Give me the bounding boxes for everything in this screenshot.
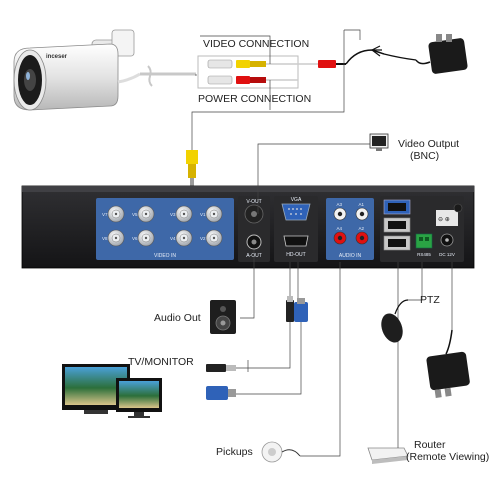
bnc-label-v5: V5 [132, 212, 138, 217]
video-output-label: Video Output [398, 138, 460, 150]
vga-label: VGA [291, 197, 302, 203]
power-adapter-bottom [426, 329, 470, 398]
a-out-port [246, 234, 262, 250]
video-output-sub-label: (BNC) [410, 150, 440, 162]
power-splitter [298, 45, 417, 68]
router-sub-label: (Remote Viewing) [406, 451, 490, 463]
hd-out-label: HD-OUT [286, 252, 305, 258]
bnc-port-v8 [107, 229, 125, 247]
audio-in-label-a3: A3 [337, 202, 343, 207]
audio-in-port-a4 [333, 231, 347, 245]
lan-ports [383, 199, 411, 251]
top-connectors [191, 29, 361, 160]
rs485-label: RS485 [417, 252, 431, 257]
power-connection-label: POWER CONNECTION [198, 93, 312, 105]
cable-down-to-tv [236, 322, 302, 395]
hdmi-port [283, 235, 309, 247]
bnc-label-v3: V3 [170, 212, 176, 217]
connector-lines [240, 143, 453, 457]
tv-monitor-icon [62, 364, 162, 418]
router-icon [367, 436, 409, 464]
speaker-icon [210, 300, 236, 334]
a-out-label: A-OUT [246, 253, 262, 259]
video-output-monitor-icon [369, 133, 389, 151]
bnc-port-v7 [107, 205, 125, 223]
ptz-label: PTZ [420, 294, 440, 306]
bnc-label-v8: V8 [102, 236, 108, 241]
vga-cable-head [294, 298, 308, 322]
bnc-label-v2: V2 [200, 236, 206, 241]
audio-in-port-a3 [333, 207, 347, 221]
video-power-plugs [197, 55, 299, 89]
bnc-label-v1: V1 [200, 212, 206, 217]
bnc-port-v6 [137, 229, 155, 247]
vga-plug-tv [206, 386, 236, 400]
audio-in-label-a4: A4 [337, 226, 343, 231]
bnc-label-v6: V6 [132, 236, 138, 241]
pickup-microphone-icon [261, 441, 301, 463]
vga-port [281, 203, 311, 221]
hdmi-cable-head [286, 296, 294, 322]
audio-in-port-a2 [355, 231, 369, 245]
video-in-label: VIDEO IN [154, 253, 176, 259]
video-connection-label: VIDEO CONNECTION [203, 38, 310, 50]
tv-monitor-label: TV/MONITOR [128, 356, 194, 368]
bullet-camera: inceser [13, 29, 141, 111]
ptz-mouse-icon [381, 299, 409, 343]
rs485-terminal [415, 233, 433, 249]
audio-in-label-a2: A2 [359, 226, 365, 231]
dc12v-port: ⊖ ⊕ [436, 203, 463, 247]
bnc-label-v4: V4 [170, 236, 176, 241]
audio-in-port-a1 [355, 207, 369, 221]
bnc-port-v5 [137, 205, 155, 223]
audio-in-label-a1: A1 [359, 202, 365, 207]
power-adapter-top [415, 34, 468, 74]
audio-out-label: Audio Out [154, 312, 201, 324]
audio-in-label: AUDIO IN [339, 253, 362, 259]
dc12v-label: DC 12V [439, 252, 455, 257]
bnc-port-v1 [205, 205, 223, 223]
video-in-panel [96, 198, 234, 260]
hdmi-plug-tv [206, 364, 236, 372]
camera-brand-text: inceser [46, 54, 68, 60]
audio-in-panel [326, 198, 374, 260]
v-out-port [244, 204, 264, 224]
svg-text:⊖ ⊕: ⊖ ⊕ [438, 217, 450, 223]
bnc-port-v3 [175, 205, 193, 223]
bnc-port-v2 [205, 229, 223, 247]
camera-pigtail [140, 65, 196, 87]
v-out-label: V-OUT [246, 199, 261, 205]
bnc-port-v4 [175, 229, 193, 247]
bnc-label-v7: V7 [102, 212, 108, 217]
router-label: Router [414, 439, 446, 451]
pickups-label: Pickups [216, 446, 253, 458]
